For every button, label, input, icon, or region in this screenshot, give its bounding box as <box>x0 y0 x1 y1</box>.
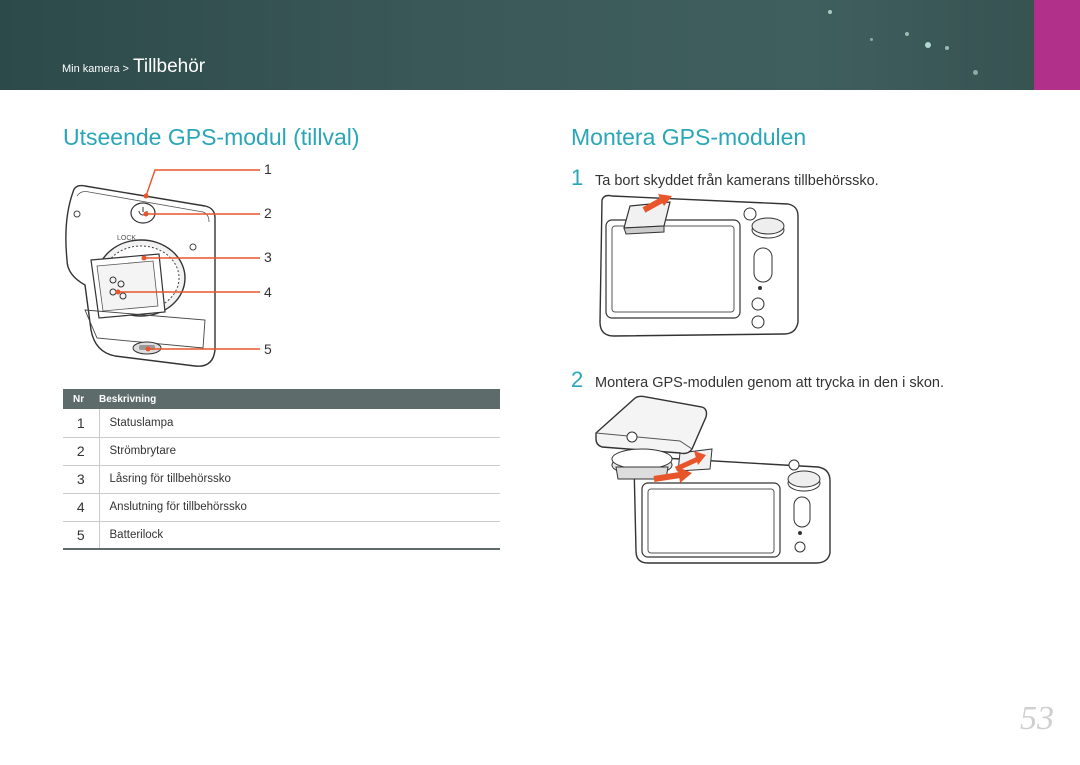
page-header: Min kamera > Tillbehör <box>0 0 1080 90</box>
callout-number: 4 <box>264 284 272 300</box>
camera-attach-gps-illustration <box>595 395 831 564</box>
step-number: 2 <box>571 367 584 392</box>
row-description: Låsring för tillbehörssko <box>99 465 500 494</box>
left-section-heading: Utseende GPS-modul (tillval) <box>63 124 360 150</box>
chapter-tab[interactable] <box>1034 0 1080 90</box>
sparkle-decoration <box>973 70 978 75</box>
page-number: 53 <box>1020 700 1054 737</box>
gps-module-illustration: LOCK <box>65 184 216 367</box>
row-description: Anslutning för tillbehörssko <box>99 493 500 522</box>
sparkle-decoration <box>945 46 949 50</box>
column-header-description: Beskrivning <box>99 389 500 409</box>
breadcrumb-parent[interactable]: Min kamera > <box>62 63 129 75</box>
row-number: 1 <box>63 409 100 438</box>
step-number: 1 <box>571 165 584 190</box>
row-description: Strömbrytare <box>99 437 500 466</box>
table-row: 4 Anslutning för tillbehörssko <box>63 493 500 522</box>
callout-number: 3 <box>264 249 272 265</box>
breadcrumb: Min kamera > Tillbehör <box>62 56 205 78</box>
step-2: 2 Montera GPS-modulen genom att trycka i… <box>571 367 944 393</box>
description-table: Nr Beskrivning 1 Statuslampa 2 Strömbryt… <box>63 389 500 550</box>
breadcrumb-current: Tillbehör <box>132 56 206 77</box>
table-header-row: Nr Beskrivning <box>63 389 500 409</box>
sparkle-decoration <box>870 38 873 41</box>
table-row: 1 Statuslampa <box>63 409 500 438</box>
row-description: Batterilock <box>99 521 500 550</box>
row-number: 2 <box>63 437 100 466</box>
callout-number: 5 <box>264 341 272 357</box>
table-row: 5 Batterilock <box>63 521 500 550</box>
step-text: Montera GPS-modulen genom att trycka in … <box>595 375 944 391</box>
row-description: Statuslampa <box>99 409 500 438</box>
row-number: 3 <box>63 465 100 494</box>
row-number: 4 <box>63 493 100 522</box>
sparkle-decoration <box>925 42 931 48</box>
right-section-heading: Montera GPS-modulen <box>571 124 807 150</box>
table-row: 3 Låsring för tillbehörssko <box>63 465 500 494</box>
row-number: 5 <box>63 521 100 550</box>
camera-remove-cover-illustration <box>599 194 799 337</box>
column-header-nr: Nr <box>63 389 99 409</box>
step-1: 1 Ta bort skyddet från kamerans tillbehö… <box>571 165 879 191</box>
callout-number: 1 <box>264 161 272 177</box>
sparkle-decoration <box>828 10 832 14</box>
sparkle-decoration <box>905 32 909 36</box>
step-text: Ta bort skyddet från kamerans tillbehörs… <box>595 173 879 189</box>
callout-number: 2 <box>264 205 272 221</box>
table-row: 2 Strömbrytare <box>63 437 500 466</box>
lock-label: LOCK <box>117 235 136 242</box>
